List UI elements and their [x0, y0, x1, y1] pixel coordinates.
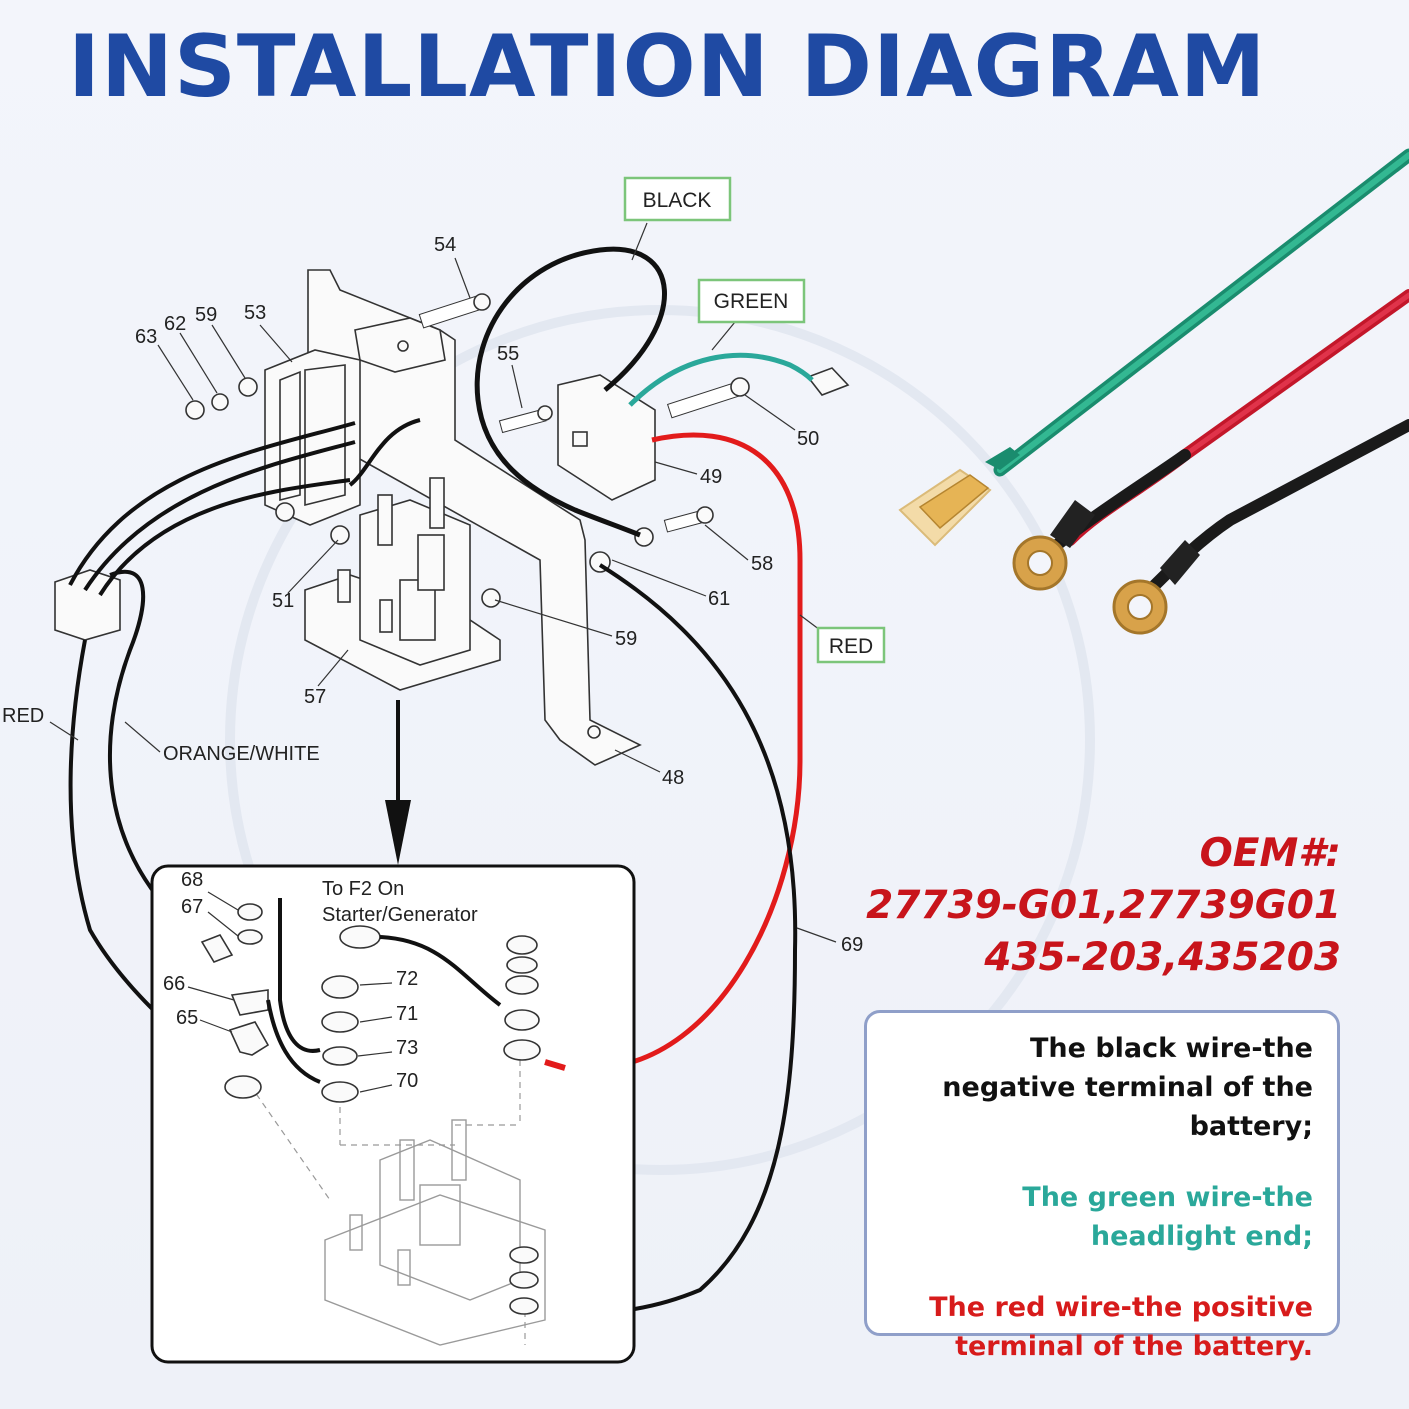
part-number: 49	[700, 466, 722, 488]
screw-54	[418, 293, 491, 329]
inset-detail-box	[150, 864, 636, 1364]
washer-set	[185, 377, 654, 608]
relay-block	[264, 349, 361, 526]
wire-legend-box: The black wire-the negative terminal of …	[864, 1010, 1340, 1362]
wire-label-red-left: RED	[2, 705, 44, 727]
inset-pointer-arrow	[385, 800, 411, 865]
legend-green-wire: The green wire-the headlight end;	[1022, 1182, 1313, 1252]
svg-text:RED: RED	[829, 635, 873, 658]
inset-caption-line1: To F2 On	[322, 878, 404, 900]
wire-label-red: RED	[816, 626, 886, 664]
oem-heading: OEM#:	[1199, 831, 1341, 876]
part-number: 61	[708, 588, 730, 610]
screw-50	[666, 377, 750, 419]
inset-caption-line2: Starter/Generator	[322, 904, 478, 926]
wire-label-orange-white: ORANGE/WHITE	[163, 743, 320, 765]
leader-lines	[49, 222, 837, 1093]
part-number: 73	[396, 1037, 418, 1059]
oem-part-numbers: OEM#: 27739-G01,27739G01 435-203,435203	[866, 828, 1341, 984]
mounting-bracket	[307, 269, 642, 766]
part-number: 51	[272, 590, 294, 612]
harness-wires	[68, 418, 798, 1315]
svg-text:BLACK: BLACK	[643, 189, 712, 212]
oem-line-2: 435-203,435203	[984, 935, 1341, 980]
part-number-labels: 63 62 59 53 54 55 50 49 58 61 51 59 57 4…	[135, 234, 863, 1092]
part-number: 59	[195, 304, 217, 326]
part-number: 54	[434, 234, 456, 256]
part-number: 67	[181, 896, 203, 918]
red-wire	[565, 432, 803, 1071]
solenoid	[304, 477, 501, 691]
part-number: 63	[135, 326, 157, 348]
wire-label-black: BLACK	[623, 176, 732, 222]
svg-text:GREEN: GREEN	[714, 290, 789, 313]
part-number: 70	[396, 1070, 418, 1092]
part-number: 57	[304, 686, 326, 708]
part-number: 58	[751, 553, 773, 575]
part-number: 53	[244, 302, 266, 324]
part-number: 66	[163, 973, 185, 995]
part-number: 48	[662, 767, 684, 789]
black-wire	[474, 246, 667, 538]
bracket-hole	[397, 340, 409, 352]
part-number: 71	[396, 1003, 418, 1025]
part-number: 65	[176, 1007, 198, 1029]
resistor-block	[557, 374, 656, 501]
part-number: 50	[797, 428, 819, 450]
green-wire	[628, 352, 814, 407]
page-title: INSTALLATION DIAGRAM	[68, 17, 1267, 117]
screw-58	[663, 506, 714, 533]
legend-red-wire: The red wire-the positive terminal of th…	[929, 1292, 1313, 1362]
resistor-hole	[572, 431, 588, 447]
part-number: 62	[164, 313, 186, 335]
part-number: 69	[841, 934, 863, 956]
inset-detail	[200, 898, 566, 1346]
product-wire-harness	[898, 148, 1409, 635]
part-number: 55	[497, 343, 519, 365]
green-wire-connector	[806, 367, 850, 396]
screw-55	[498, 405, 553, 434]
part-number: 59	[615, 628, 637, 650]
part-number: 68	[181, 869, 203, 891]
oem-line-1: 27739-G01,27739G01	[866, 883, 1341, 928]
bracket-hole	[587, 725, 601, 739]
part-number: 72	[396, 968, 418, 990]
wire-label-green: GREEN	[697, 278, 806, 324]
legend-black-wire: The black wire-the negative terminal of …	[942, 1033, 1313, 1142]
